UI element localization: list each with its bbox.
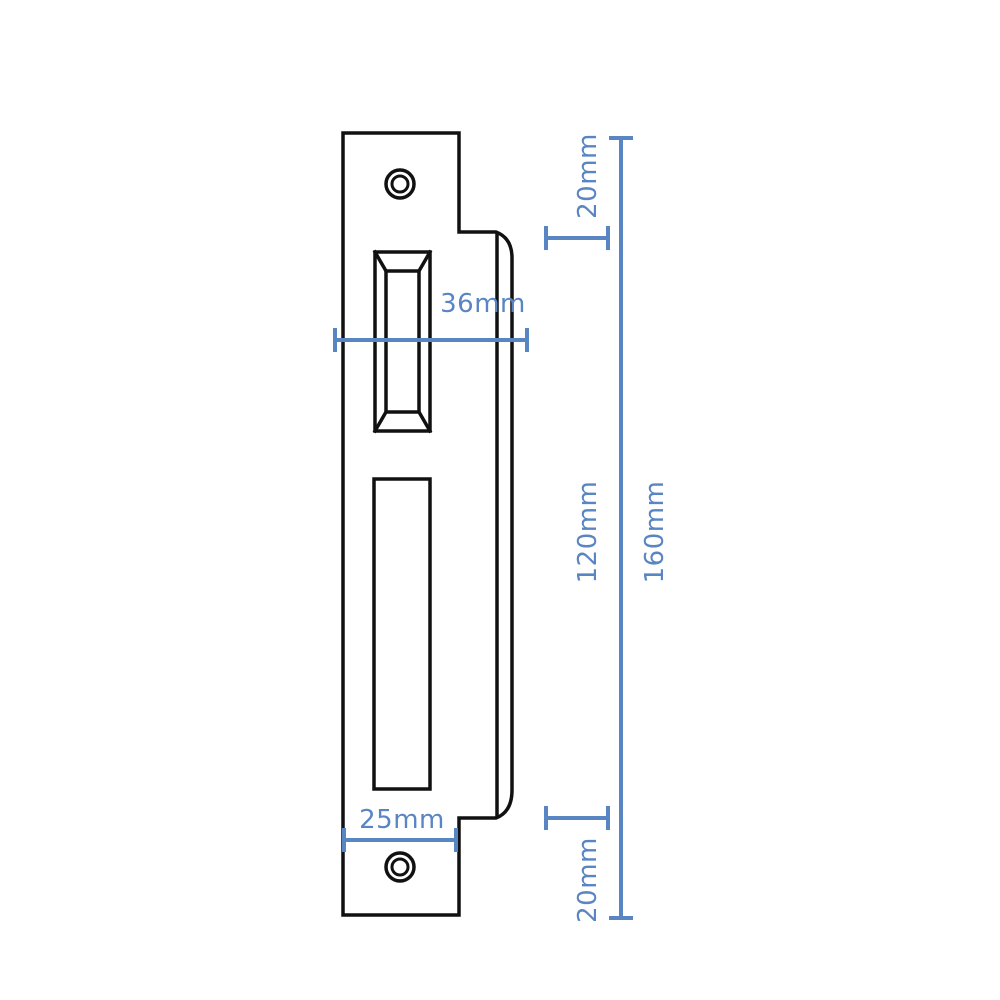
dimension-label-160mm: 160mm [640,481,670,584]
dimension-label-120mm: 120mm [573,481,603,584]
deadbolt-aperture [372,477,432,791]
dimension-label-36mm: 36mm [440,289,526,319]
dimension-36mm: 36mm [333,289,529,352]
dimension-label-25mm: 25mm [359,805,445,835]
bottom-screw-hole [384,851,416,883]
dimension-label-20mm-top: 20mm [573,133,603,219]
top-screw-hole [384,168,416,200]
dimension-160mm: 160mm [609,136,670,920]
dimension-25mm: 25mm [342,805,458,852]
dimension-20mm-bottom: 20mm [544,806,610,923]
dimension-label-20mm-bottom: 20mm [573,837,603,923]
dimension-20mm-top: 20mm [544,133,610,250]
